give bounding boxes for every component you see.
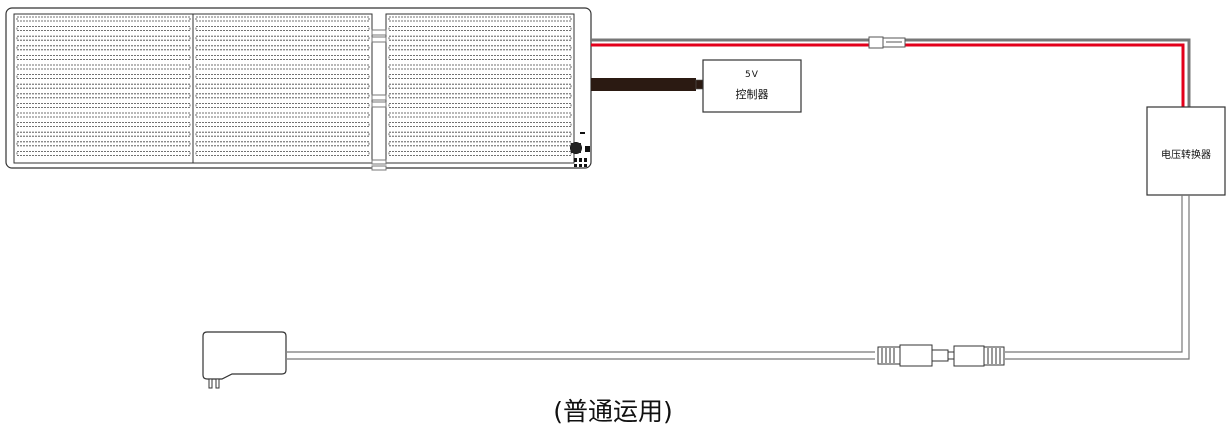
led-strip-row — [388, 122, 572, 127]
led-strip-row — [195, 16, 370, 22]
led-strip-row — [195, 103, 370, 108]
led-strip-row — [16, 131, 191, 137]
panel-link-clips — [371, 29, 387, 171]
led-strip-row — [195, 55, 370, 60]
led-strip-row — [16, 16, 191, 22]
led-strip-row — [195, 64, 370, 70]
led-strip-row — [195, 150, 370, 156]
led-strip-row — [195, 83, 370, 89]
voltage-converter-label: 电压转换器 — [1161, 150, 1211, 161]
led-strip-row — [388, 26, 572, 32]
led-strip-row — [16, 74, 191, 79]
led-strip-row — [16, 150, 191, 156]
led-strip-row — [195, 141, 370, 147]
led-strip-row — [16, 112, 191, 118]
led-strip-row — [388, 35, 572, 41]
led-strip-row — [388, 45, 572, 51]
led-strip-row — [388, 16, 572, 22]
led-strip-row — [388, 141, 572, 147]
led-strip-row — [16, 45, 191, 51]
controller-label: 控制器 — [735, 88, 769, 101]
led-rows — [16, 16, 572, 156]
inline-connector-left — [868, 36, 884, 49]
led-strip-row — [16, 93, 191, 99]
led-strip-row — [195, 131, 370, 137]
led-strip-row — [388, 93, 572, 99]
controller-box — [702, 59, 802, 113]
led-strip-row — [16, 122, 191, 127]
led-strip-row — [16, 141, 191, 147]
led-strip-row — [388, 83, 572, 89]
led-strip-row — [388, 150, 572, 156]
led-strip-row — [195, 122, 370, 127]
controller-voltage-label: 5V — [745, 70, 759, 80]
led-strip-row — [16, 35, 191, 41]
led-strip-row — [388, 74, 572, 79]
led-strip-row — [195, 35, 370, 41]
power-wire-pair — [591, 36, 1191, 108]
led-strip-row — [195, 74, 370, 79]
led-strip-row — [16, 103, 191, 108]
control-chip — [570, 132, 590, 167]
led-strip-row — [195, 93, 370, 99]
led-strip-row — [195, 45, 370, 51]
led-strip-row — [195, 112, 370, 118]
led-strip-row — [388, 55, 572, 60]
led-strip-row — [388, 131, 572, 137]
led-strip-row — [16, 64, 191, 70]
led-strip-row — [16, 55, 191, 60]
diagram-caption: (普通运用) — [553, 397, 673, 426]
led-strip-row — [16, 83, 191, 89]
dc-plug-connector — [877, 344, 955, 367]
led-strip-row — [195, 26, 370, 32]
led-strip-row — [388, 64, 572, 70]
dc-jack-connector — [953, 345, 1005, 367]
led-strip-row — [16, 26, 191, 32]
led-matrix-board — [5, 7, 592, 171]
led-strip-row — [388, 112, 572, 118]
controller-cable — [591, 78, 704, 91]
voltage-converter-box — [1146, 106, 1226, 196]
dc-cable — [287, 195, 1190, 360]
led-strip-row — [388, 103, 572, 108]
power-adapter — [202, 331, 287, 389]
